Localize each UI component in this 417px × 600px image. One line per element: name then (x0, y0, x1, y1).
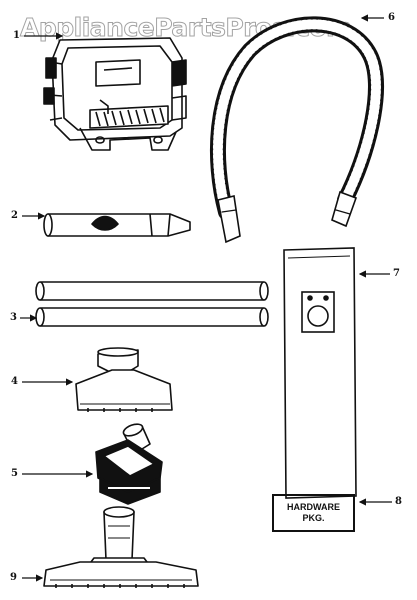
part-2-crevice-tool (43, 213, 191, 237)
callout-4: 4 (11, 376, 18, 387)
callout-2: 2 (11, 210, 18, 221)
part-5-dusting-brush (95, 423, 163, 505)
part-9-floor-nozzle (43, 506, 199, 588)
part-1-caddy-bracket (43, 37, 187, 151)
callout-9: 9 (10, 572, 17, 583)
callout-1: 1 (13, 30, 20, 41)
callout-6: 6 (388, 12, 395, 23)
part-6-hose (209, 16, 384, 244)
callout-7: 7 (393, 268, 400, 279)
callout-3: 3 (10, 312, 17, 323)
part-3-extension-wands (35, 281, 269, 327)
leader-lines (20, 14, 392, 582)
part-8-hardware-package: HARDWARE PKG. (272, 494, 355, 532)
callout-5: 5 (11, 468, 18, 479)
callout-8: 8 (395, 496, 402, 507)
hardware-label: HARDWARE (287, 502, 340, 512)
pkg-label: PKG. (302, 513, 325, 523)
part-7-filter-bag (283, 247, 357, 499)
part-4-upholstery-tool (75, 347, 173, 412)
